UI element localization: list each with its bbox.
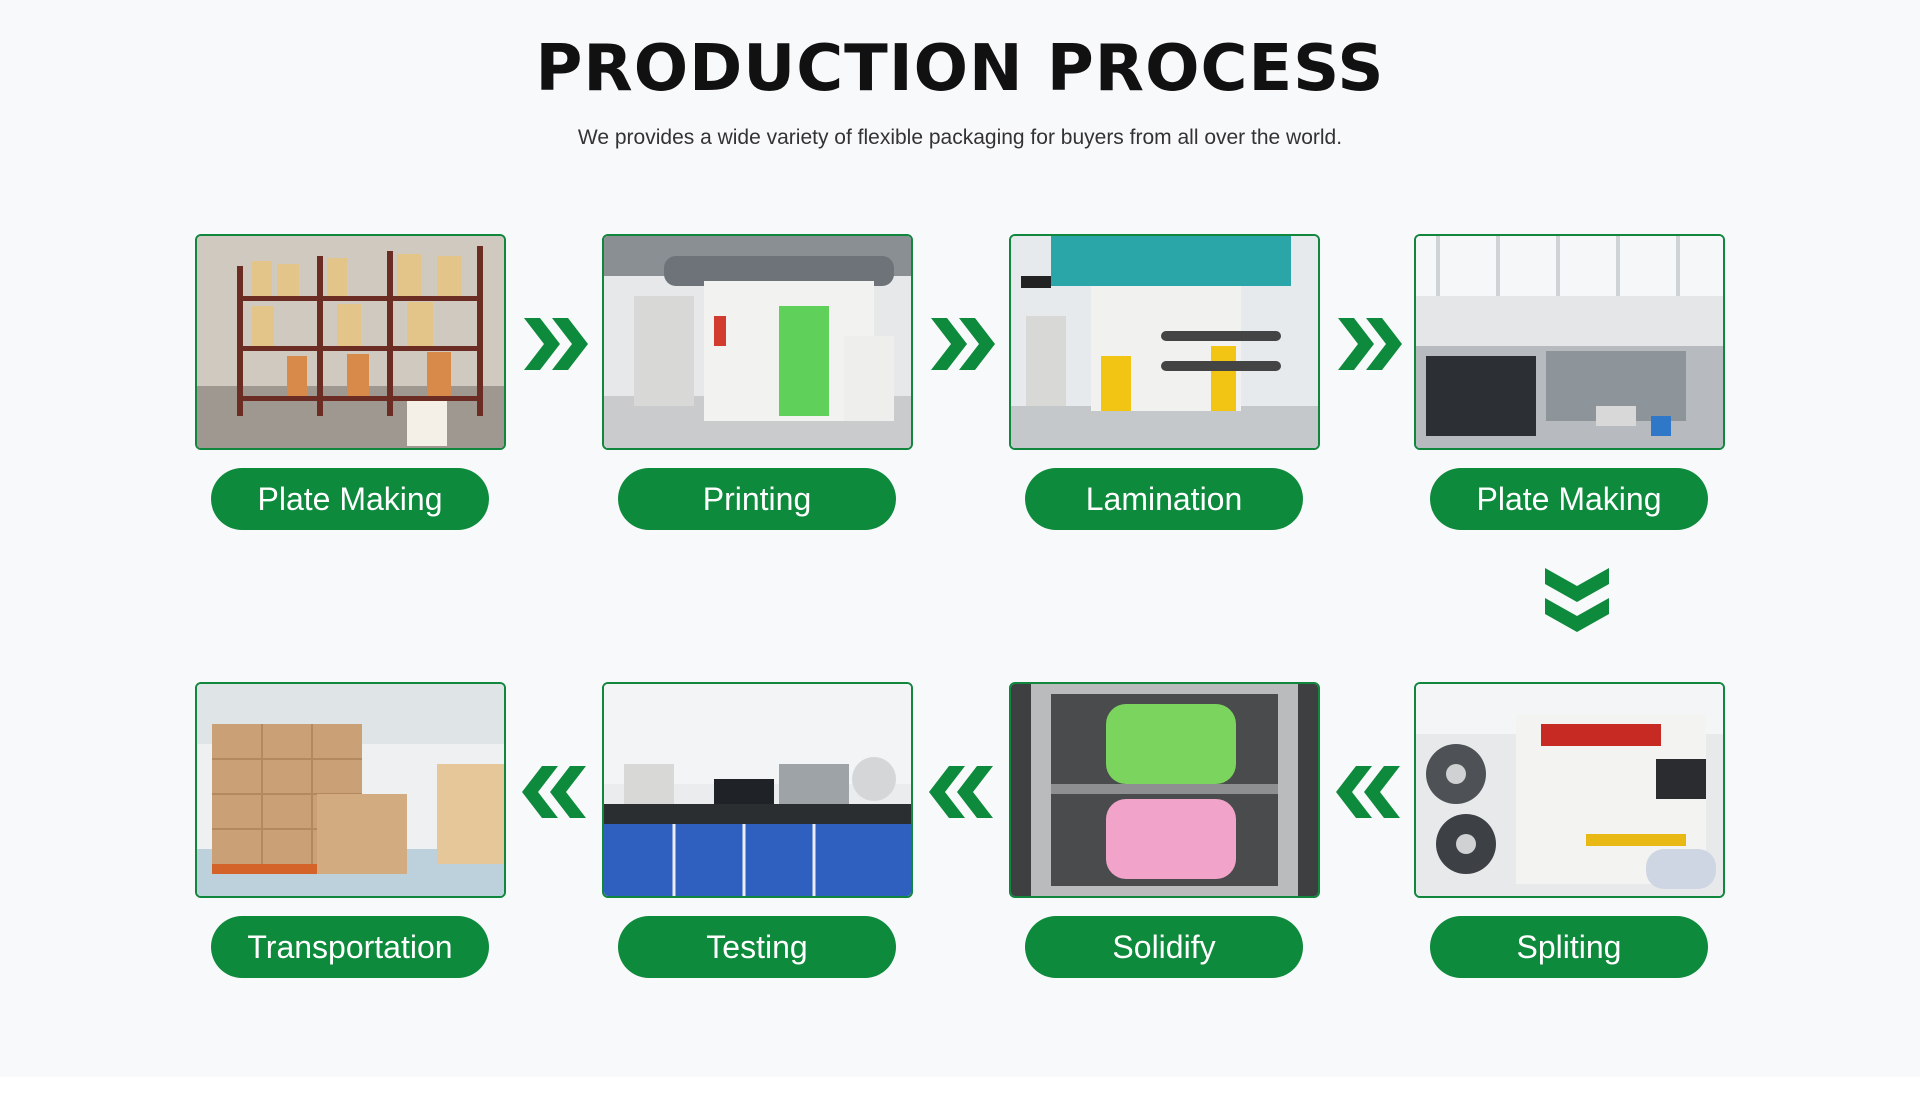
step-label: Lamination xyxy=(1025,468,1303,530)
chevron-left-icon xyxy=(927,762,997,822)
chevron-right-icon xyxy=(927,314,997,374)
printing-machine-photo xyxy=(602,234,913,450)
step-label: Plate Making xyxy=(1430,468,1708,530)
chevron-left-icon xyxy=(520,762,590,822)
step-label: Spliting xyxy=(1430,916,1708,978)
factory-hall-photo xyxy=(1414,234,1725,450)
step-label: Solidify xyxy=(1025,916,1303,978)
chevron-down-icon xyxy=(1539,566,1615,636)
step-label: Transportation xyxy=(211,916,489,978)
step-label: Testing xyxy=(618,916,896,978)
curing-rolls-photo xyxy=(1009,682,1320,898)
page-title: PRODUCTION PROCESS xyxy=(535,32,1385,106)
test-lab-photo xyxy=(602,682,913,898)
splitting-machine-photo xyxy=(1414,682,1725,898)
lamination-machine-photo xyxy=(1009,234,1320,450)
step-label: Printing xyxy=(618,468,896,530)
cartons-photo xyxy=(195,682,506,898)
page-subtitle: We provides a wide variety of flexible p… xyxy=(577,126,1343,149)
chevron-right-icon xyxy=(520,314,590,374)
warehouse-rolls-photo xyxy=(195,234,506,450)
step-label: Plate Making xyxy=(211,468,489,530)
production-process-section: PRODUCTION PROCESS We provides a wide va… xyxy=(195,32,1725,978)
chevron-right-icon xyxy=(1334,314,1404,374)
chevron-left-icon xyxy=(1334,762,1404,822)
